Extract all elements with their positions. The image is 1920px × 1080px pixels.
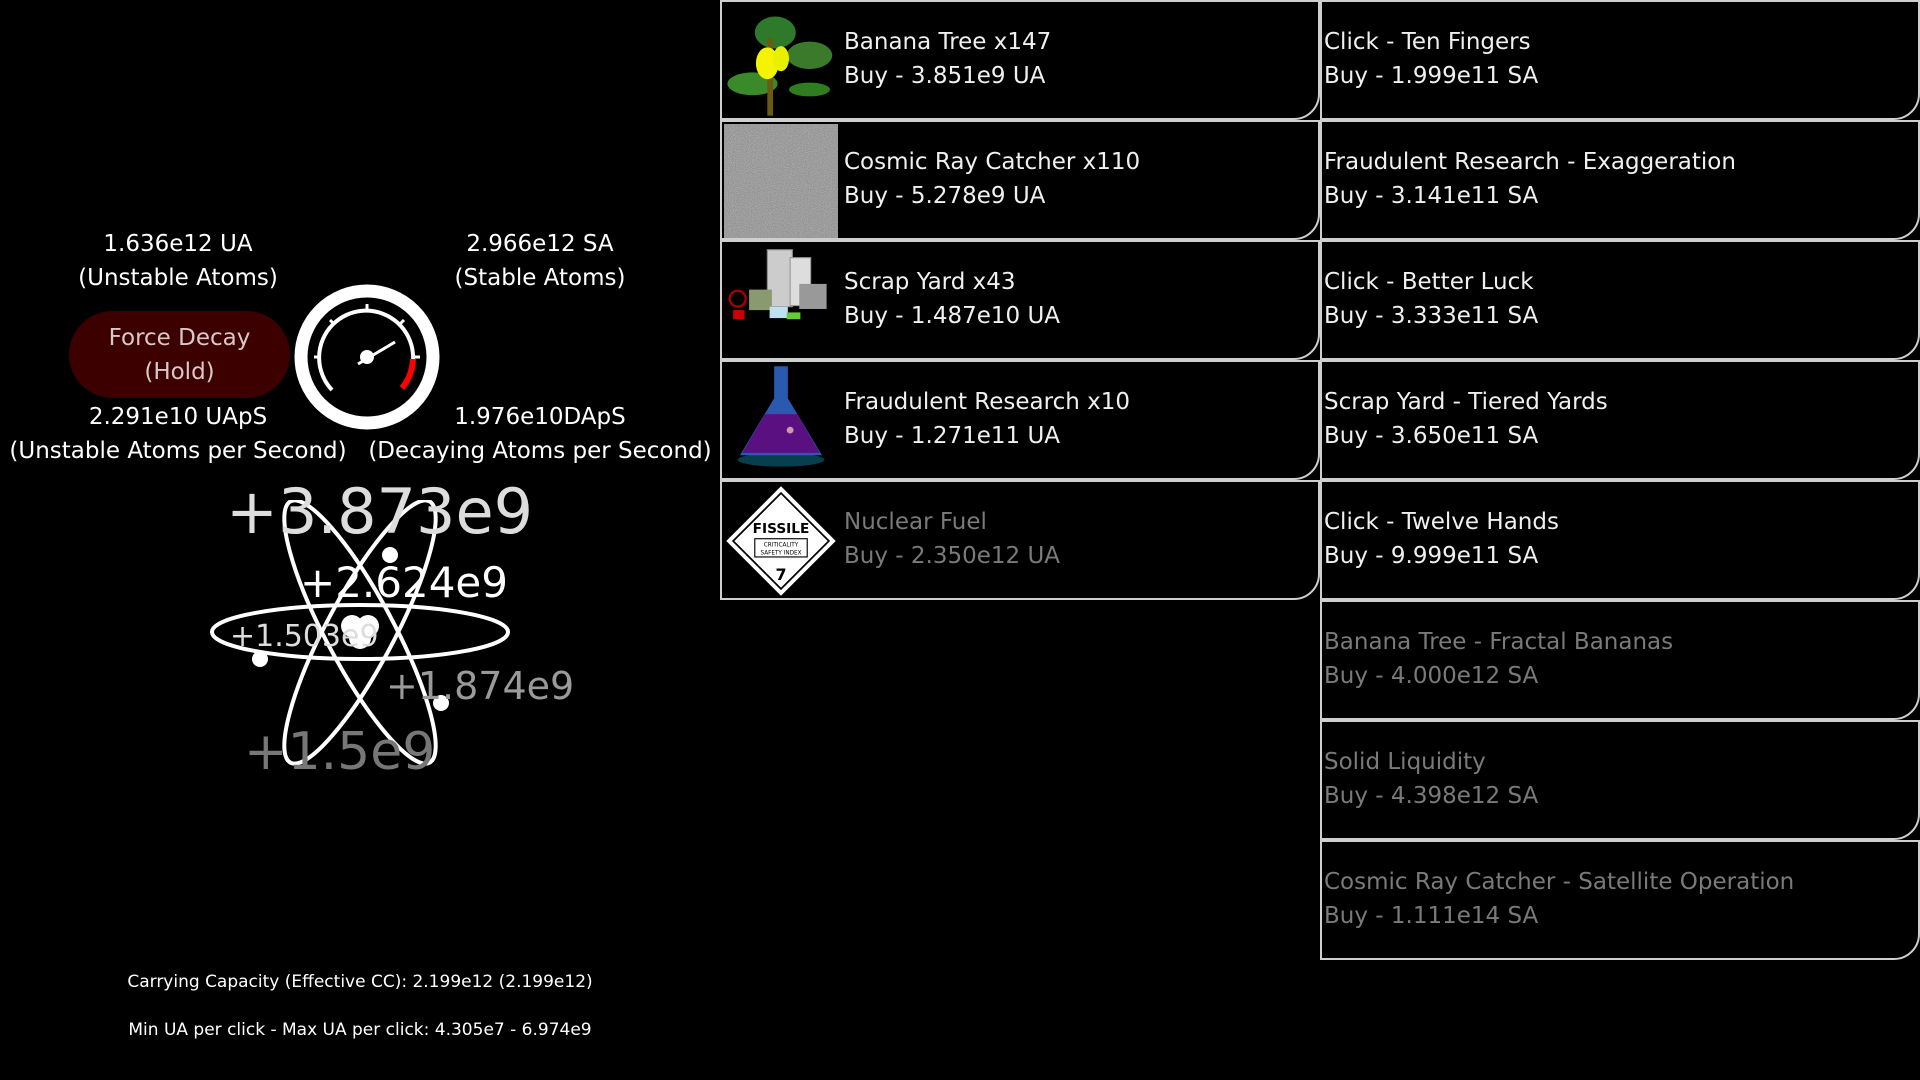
- floating-gain: +2.624e9: [300, 558, 508, 607]
- upgrade-cost: Buy - 1.111e14 SA: [1324, 903, 1539, 929]
- building-cost: Buy - 5.278e9 UA: [844, 183, 1046, 209]
- upgrade-solid-liquidity[interactable]: Solid Liquidity Buy - 4.398e12 SA: [1320, 720, 1920, 840]
- upgrade-cost: Buy - 3.141e11 SA: [1324, 183, 1539, 209]
- floating-gain: +1.503e9: [230, 619, 379, 654]
- building-nuclear-fuel[interactable]: FISSILE CRITICALITY SAFETY INDEX 7 Nucle…: [720, 480, 1320, 600]
- upgrade-cost: Buy - 3.650e11 SA: [1324, 423, 1539, 449]
- upgrade-cost: Buy - 1.999e11 SA: [1324, 63, 1539, 89]
- building-scrap-yard[interactable]: Scrap Yard x43 Buy - 1.487e10 UA: [720, 240, 1320, 360]
- upgrade-cost: Buy - 3.333e11 SA: [1324, 303, 1539, 329]
- uaps-stat: 2.291e10 UApS (Unstable Atoms per Second…: [0, 400, 358, 468]
- building-fraudulent-research[interactable]: Fraudulent Research x10 Buy - 1.271e11 U…: [720, 360, 1320, 480]
- atom-click-target[interactable]: [200, 500, 520, 770]
- building-cost: Buy - 1.271e11 UA: [844, 423, 1061, 449]
- flask-icon: [737, 366, 825, 467]
- speedometer-icon: [294, 284, 440, 430]
- svg-text:7: 7: [775, 565, 786, 584]
- upgrade-cost: Buy - 4.398e12 SA: [1324, 783, 1539, 809]
- building-name: Scrap Yard x43: [844, 269, 1016, 295]
- daps-label: (Decaying Atoms per Second): [368, 438, 712, 464]
- static-noise-icon: [724, 124, 838, 238]
- building-name: Fraudulent Research x10: [844, 389, 1130, 415]
- carrying-capacity-text: Carrying Capacity (Effective CC): 2.199e…: [127, 972, 593, 992]
- upgrade-name: Fraudulent Research - Exaggeration: [1324, 149, 1736, 175]
- upgrade-satellite-operation[interactable]: Cosmic Ray Catcher - Satellite Operation…: [1320, 840, 1920, 960]
- unstable-atoms-stat: 1.636e12 UA (Unstable Atoms): [0, 227, 358, 295]
- ua-label: (Unstable Atoms): [78, 265, 278, 291]
- upgrade-better-luck[interactable]: Click - Better Luck Buy - 3.333e11 SA: [1320, 240, 1920, 360]
- upgrade-name: Scrap Yard - Tiered Yards: [1324, 389, 1608, 415]
- force-decay-hold-label: (Hold): [144, 358, 215, 385]
- building-name: Banana Tree x147: [844, 29, 1052, 55]
- upgrade-twelve-hands[interactable]: Click - Twelve Hands Buy - 9.999e11 SA: [1320, 480, 1920, 600]
- building-cost: Buy - 3.851e9 UA: [844, 63, 1046, 89]
- building-banana-tree[interactable]: Banana Tree x147 Buy - 3.851e9 UA: [720, 0, 1320, 120]
- building-name: Nuclear Fuel: [844, 509, 987, 535]
- uaps-label: (Unstable Atoms per Second): [9, 438, 347, 464]
- daps-stat: 1.976e10DApS (Decaying Atoms per Second): [360, 400, 720, 468]
- fissile-label-icon: FISSILE CRITICALITY SAFETY INDEX 7: [726, 486, 836, 596]
- upgrade-exaggeration[interactable]: Fraudulent Research - Exaggeration Buy -…: [1320, 120, 1920, 240]
- force-decay-button[interactable]: Force Decay (Hold): [69, 311, 290, 398]
- svg-text:CRITICALITY: CRITICALITY: [764, 543, 799, 549]
- upgrade-name: Click - Better Luck: [1324, 269, 1534, 295]
- stable-atoms-stat: 2.966e12 SA (Stable Atoms): [360, 227, 720, 295]
- building-cosmic-ray-catcher[interactable]: Cosmic Ray Catcher x110 Buy - 5.278e9 UA: [720, 120, 1320, 240]
- upgrade-ten-fingers[interactable]: Click - Ten Fingers Buy - 1.999e11 SA: [1320, 0, 1920, 120]
- sa-label: (Stable Atoms): [454, 265, 626, 291]
- floating-gain: +3.873e9: [226, 475, 534, 548]
- building-cost: Buy - 1.487e10 UA: [844, 303, 1061, 329]
- ua-value: 1.636e12 UA: [103, 231, 253, 257]
- upgrade-name: Cosmic Ray Catcher - Satellite Operation: [1324, 869, 1795, 895]
- ua-per-click-text: Min UA per click - Max UA per click: 4.3…: [128, 1020, 592, 1040]
- upgrade-cost: Buy - 9.999e11 SA: [1324, 543, 1539, 569]
- building-name: Cosmic Ray Catcher x110: [844, 149, 1141, 175]
- upgrade-name: Click - Ten Fingers: [1324, 29, 1531, 55]
- daps-value: 1.976e10DApS: [454, 404, 626, 430]
- svg-text:FISSILE: FISSILE: [753, 521, 810, 537]
- scrap-pile-icon: [728, 249, 827, 320]
- upgrade-name: Solid Liquidity: [1324, 749, 1486, 775]
- upgrade-name: Banana Tree - Fractal Bananas: [1324, 629, 1674, 655]
- upgrade-name: Click - Twelve Hands: [1324, 509, 1559, 535]
- upgrade-cost: Buy - 4.000e12 SA: [1324, 663, 1539, 689]
- floating-gain: +1.5e9: [244, 722, 436, 782]
- upgrade-fractal-bananas[interactable]: Banana Tree - Fractal Bananas Buy - 4.00…: [1320, 600, 1920, 720]
- building-cost: Buy - 2.350e12 UA: [844, 543, 1061, 569]
- upgrade-tiered-yards[interactable]: Scrap Yard - Tiered Yards Buy - 3.650e11…: [1320, 360, 1920, 480]
- floating-gain: +1.874e9: [386, 664, 575, 708]
- svg-text:SAFETY INDEX: SAFETY INDEX: [760, 551, 801, 557]
- banana-tree-icon: [727, 16, 833, 116]
- uaps-value: 2.291e10 UApS: [88, 404, 268, 430]
- force-decay-label: Force Decay: [108, 324, 251, 351]
- sa-value: 2.966e12 SA: [466, 231, 614, 257]
